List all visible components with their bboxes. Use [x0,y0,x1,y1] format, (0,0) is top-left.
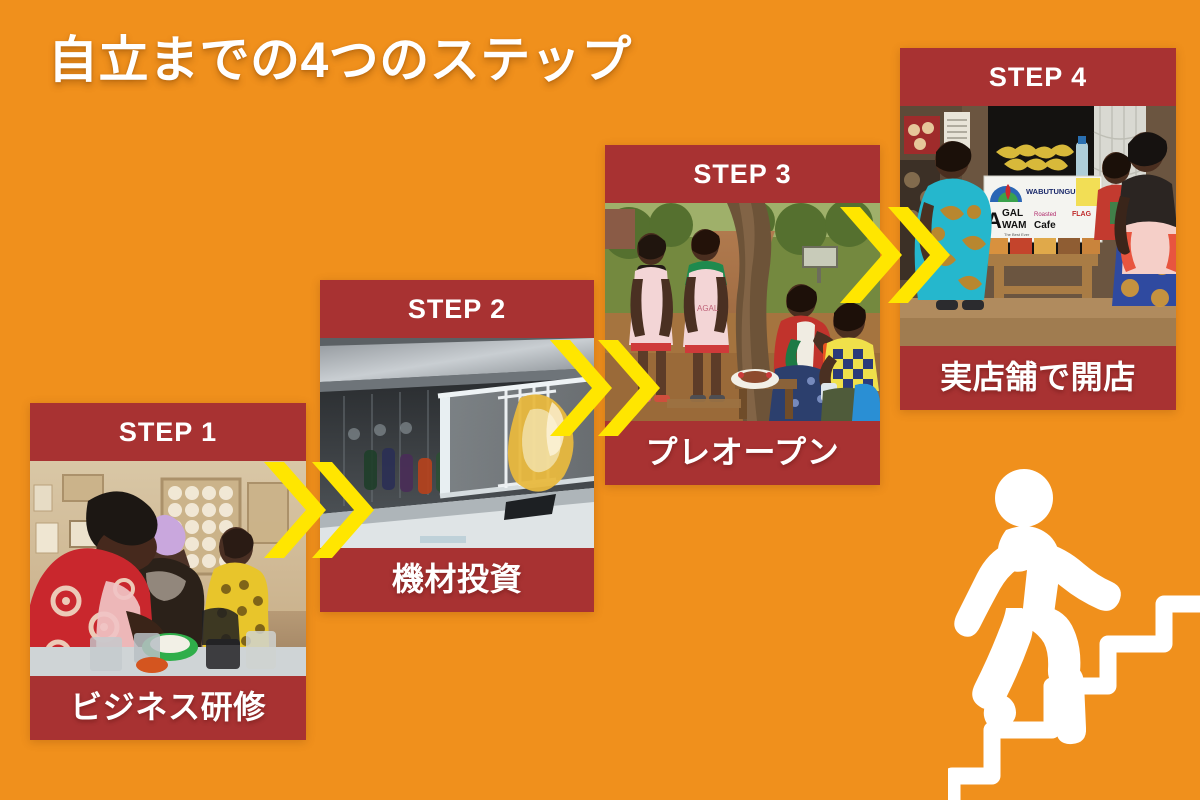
step-4-label: STEP 4 [900,48,1176,106]
step-1-photo [30,461,306,676]
step-3-photo: AGAL [605,203,880,421]
svg-text:AGAL: AGAL [697,304,719,313]
step-4-photo: WABUTUNGULU A GAL WAM Cafe Roasted FLAG … [900,106,1176,346]
step-2-label: STEP 2 [320,280,594,338]
step-card-2[interactable]: STEP 2 [320,280,594,612]
step-card-1[interactable]: STEP 1 [30,403,306,740]
step-1-caption: ビジネス研修 [30,676,306,740]
svg-text:Cafe: Cafe [1034,220,1056,231]
step-1-label: STEP 1 [30,403,306,461]
svg-text:GAL: GAL [1002,208,1023,219]
step-card-4[interactable]: STEP 4 [900,48,1176,410]
stair-climber-icon [948,458,1200,800]
step-card-3[interactable]: STEP 3 [605,145,880,485]
svg-text:FLAG: FLAG [1072,211,1092,218]
step-3-caption: プレオープン [605,421,880,485]
svg-text:WAM: WAM [1002,220,1026,231]
step-2-photo [320,338,594,548]
svg-text:WABUTUNGULU: WABUTUNGULU [1026,187,1086,196]
step-3-label: STEP 3 [605,145,880,203]
svg-text:Roasted: Roasted [1034,212,1056,218]
step-4-caption: 実店舗で開店 [900,346,1176,410]
step-2-caption: 機材投資 [320,548,594,612]
svg-text:The Best Ever: The Best Ever [1004,232,1030,237]
page-title: 自立までの4つのステップ [48,32,632,88]
